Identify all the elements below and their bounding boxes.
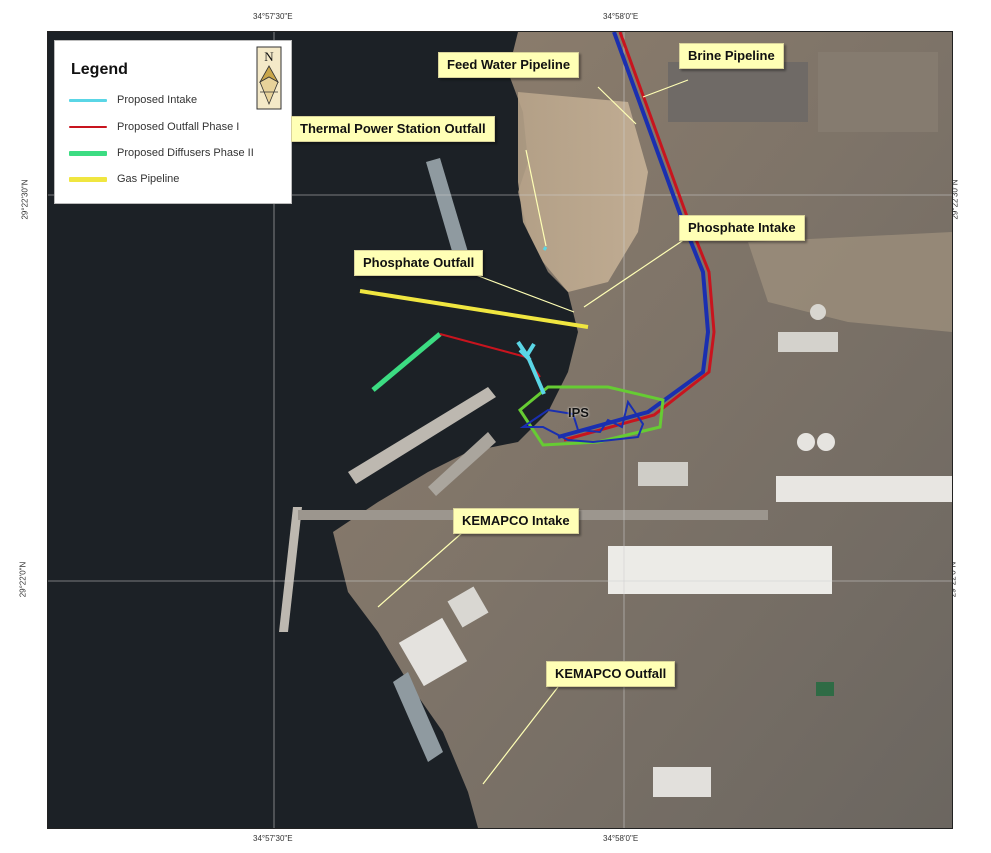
building-small-3 [778, 332, 838, 352]
warehouse-east [776, 476, 952, 502]
top-lon-label-2: 34°58'0"E [603, 12, 639, 21]
leader-phosphate-outfall [467, 271, 575, 313]
sand-area [518, 92, 648, 292]
leader-feed-water [597, 86, 637, 125]
legend-swatch-intake [69, 98, 107, 102]
legend-swatch-diffusers [69, 150, 107, 156]
leader-kemapco-intake [377, 531, 464, 608]
gas-pipeline [359, 289, 589, 329]
legend-swatch-gas [69, 176, 107, 182]
tank-1 [797, 433, 815, 451]
legend-swatch-outfall [69, 126, 107, 128]
north-arrow-letter: N [264, 49, 274, 64]
legend-item-proposed-diffusers: Proposed Diffusers Phase II [69, 145, 254, 161]
legend-title: Legend [71, 61, 128, 78]
facility-north [668, 62, 808, 122]
ship-south [393, 672, 443, 762]
legend-item-proposed-intake: Proposed Intake [69, 92, 197, 108]
building-small-4 [638, 462, 688, 486]
label-kemapco-intake: KEMAPCO Intake [453, 508, 579, 534]
legend-label-diffusers: Proposed Diffusers Phase II [117, 147, 254, 159]
leader-brine [642, 79, 689, 98]
bottom-lon-label-2: 34°58'0"E [603, 834, 639, 843]
ips-boundary [518, 385, 665, 447]
facility-north-east [818, 52, 938, 132]
label-ips: IPS [568, 405, 589, 420]
legend-panel: Legend Proposed Intake Proposed Outfall … [54, 40, 292, 204]
building-small-1 [447, 586, 489, 628]
legend-label-outfall: Proposed Outfall Phase I [117, 121, 240, 133]
left-lat-label-1: 29°22'30"N [20, 179, 30, 220]
building-small-2 [653, 767, 711, 797]
leader-phosphate-intake [583, 236, 689, 308]
top-lon-label-1: 34°57'30"E [253, 12, 293, 21]
pond [816, 682, 834, 696]
label-thermal-power-station-outfall: Thermal Power Station Outfall [291, 116, 495, 142]
leader-kemapco-outfall [482, 686, 559, 785]
label-phosphate-outfall: Phosphate Outfall [354, 250, 484, 276]
warehouse-large [608, 546, 832, 594]
pier-short [428, 432, 496, 496]
label-kemapco-outfall: KEMAPCO Outfall [546, 661, 676, 687]
pier-long [348, 387, 496, 484]
legend-label-intake: Proposed Intake [117, 94, 198, 106]
label-feed-water-pipeline: Feed Water Pipeline [438, 52, 580, 78]
north-arrow-icon: N [256, 46, 282, 110]
legend-item-gas-pipeline: Gas Pipeline [69, 171, 179, 187]
label-brine-pipeline: Brine Pipeline [679, 43, 784, 69]
proposed-diffusers [371, 332, 442, 392]
industrial-area-east [748, 232, 952, 332]
tank-2 [817, 433, 835, 451]
left-lat-label-2: 29°22'0"N [18, 561, 28, 598]
proposed-intake [516, 340, 546, 395]
ips-line [519, 399, 645, 444]
warehouse-south [398, 617, 468, 687]
label-phosphate-intake: Phosphate Intake [679, 215, 805, 241]
thermal-outfall-marker [542, 246, 548, 251]
legend-item-proposed-outfall: Proposed Outfall Phase I [69, 119, 239, 135]
tank-3 [810, 304, 826, 320]
ship-north [426, 158, 468, 258]
leader-thermal [525, 149, 547, 247]
jetty-west [279, 507, 302, 632]
bottom-lon-label-1: 34°57'30"E [253, 834, 293, 843]
legend-label-gas: Gas Pipeline [117, 173, 180, 185]
